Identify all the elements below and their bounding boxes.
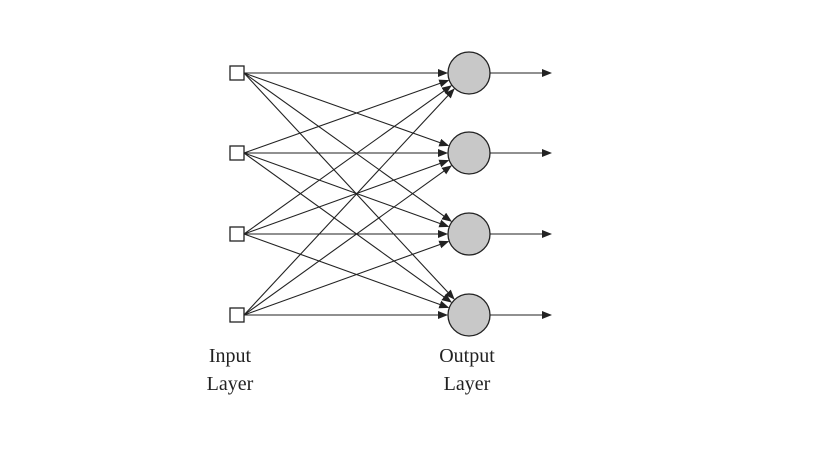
connection-line-1-3 <box>243 72 452 222</box>
output-arrows <box>490 69 552 319</box>
input-layer-label: Input Layer <box>190 342 270 398</box>
connection-line-3-4 <box>243 233 450 309</box>
input-layer-nodes <box>229 65 245 323</box>
connection-lines <box>243 69 455 319</box>
input-node-2 <box>229 145 245 161</box>
connection-line-4-1 <box>243 88 455 316</box>
input-node-1 <box>229 65 245 81</box>
input-layer-label-line1: Input <box>208 345 252 367</box>
connection-line-2-3 <box>243 152 450 228</box>
output-node-4 <box>447 293 491 337</box>
output-layer-nodes <box>447 51 491 337</box>
output-layer-label-line2: Layer <box>443 373 491 395</box>
output-layer-label: Output Layer <box>424 342 510 398</box>
connection-line-4-3 <box>243 240 450 316</box>
input-layer-label-line2: Layer <box>206 373 254 395</box>
input-node-4 <box>229 307 245 323</box>
connection-line-3-2 <box>243 159 450 235</box>
connection-line-2-4 <box>243 152 452 303</box>
connection-line-1-2 <box>243 72 450 147</box>
connection-line-1-4 <box>243 72 455 300</box>
connection-line-2-1 <box>243 79 450 154</box>
output-node-1 <box>447 51 491 95</box>
output-node-2 <box>447 131 491 175</box>
output-node-3 <box>447 212 491 256</box>
input-node-3 <box>229 226 245 242</box>
output-layer-label-line1: Output <box>439 345 495 367</box>
connection-line-3-1 <box>243 85 452 235</box>
connection-line-4-2 <box>243 165 452 316</box>
